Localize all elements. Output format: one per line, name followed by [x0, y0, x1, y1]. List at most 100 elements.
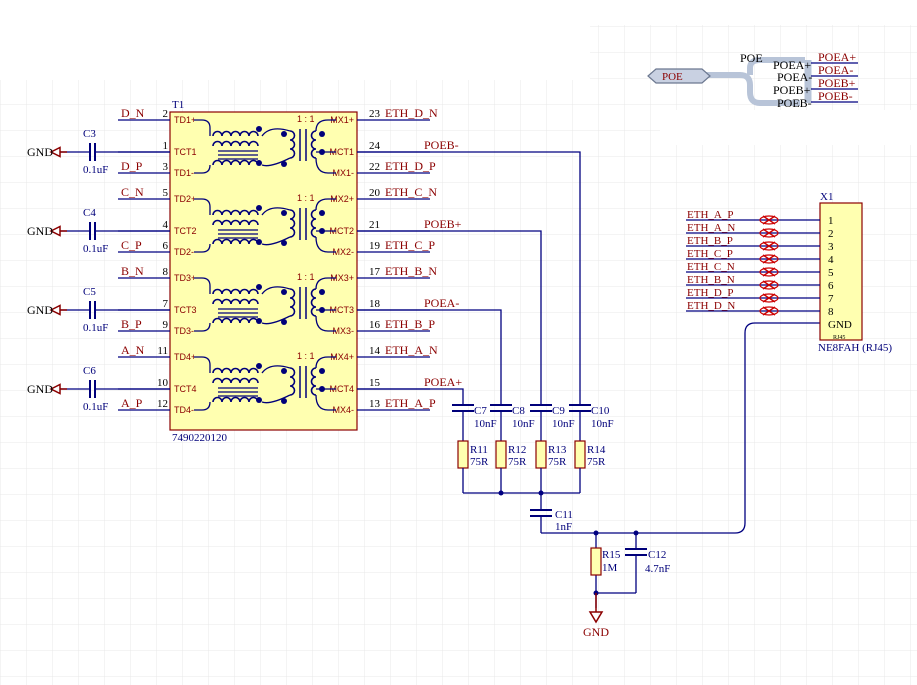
connector-pin-number: 4 — [828, 254, 834, 266]
lead — [261, 157, 291, 167]
poe-harness-label: POE — [740, 51, 763, 65]
cross-marker-ring — [759, 293, 779, 303]
lead — [194, 243, 211, 253]
pin-number: 9 — [163, 319, 169, 331]
polarity-dot — [281, 131, 287, 137]
lead — [261, 128, 291, 137]
net-label: ETH_C_N — [385, 185, 437, 199]
polarity-dot — [319, 368, 325, 374]
net-label: POEB+ — [424, 217, 462, 231]
pin-number: 13 — [369, 398, 381, 410]
connector-x1[interactable]: X1 NE8FAH (RJ45) RJ45 1ETH_A_P2ETH_A_N3E… — [686, 191, 892, 354]
connector-pin-number: 5 — [828, 267, 834, 279]
connector-designator: X1 — [820, 191, 833, 203]
cap-ref: C6 — [83, 365, 96, 377]
gnd-label-bottom: GND — [583, 625, 609, 639]
connector-pin-number: 1 — [828, 215, 834, 227]
poe-center-tap-wires — [357, 151, 581, 405]
pin-name: MX1+ — [330, 115, 354, 125]
pin-name: MX2+ — [330, 194, 354, 204]
pin-name: TD1+ — [174, 115, 196, 125]
pin-number: 11 — [157, 345, 168, 357]
polarity-dot — [281, 368, 287, 374]
lead — [261, 207, 291, 216]
lead — [315, 277, 336, 290]
cap-ref: C7 — [474, 405, 487, 417]
net-label: ETH_A_N — [385, 343, 438, 357]
connector-pin-row: 3 ETH_B_P — [686, 235, 834, 253]
pin-number: 21 — [369, 219, 380, 231]
polarity-dot — [256, 239, 262, 245]
pin-name: MCT1 — [330, 147, 355, 157]
connector-pin-number: 3 — [828, 241, 834, 253]
polarity-dot — [281, 398, 287, 404]
pin-number: 24 — [369, 140, 381, 152]
net-label: C_N — [121, 185, 144, 199]
cross-marker-icon — [762, 254, 776, 264]
lead — [315, 157, 336, 174]
net-label: ETH_D_P — [687, 287, 733, 299]
turns-ratio: 1 : 1 — [297, 193, 315, 203]
connector-pin-row: 1 ETH_A_P — [686, 209, 834, 227]
polarity-dot — [281, 319, 287, 325]
pin-number: 18 — [369, 298, 381, 310]
net-label: ETH_D_N — [687, 300, 735, 312]
cap-value: 0.1uF — [83, 322, 108, 334]
polarity-dot — [256, 126, 262, 132]
turns-ratio: 1 : 1 — [297, 351, 315, 361]
connector-pin-number: 6 — [828, 280, 834, 292]
resistor-ref: R12 — [508, 444, 526, 456]
polarity-dot — [281, 240, 287, 246]
pin-name: MCT3 — [330, 305, 355, 315]
poe-port[interactable] — [647, 68, 711, 84]
winding-section: D_ND_P213232422ETH_D_NETH_D_PPOEB-TD1+TC… — [118, 106, 459, 178]
poe-entry: POEA- — [777, 70, 812, 84]
pin-number: 3 — [163, 161, 169, 173]
pin-name: TCT3 — [174, 305, 197, 315]
pin-name: MX3+ — [330, 273, 354, 283]
pin-name: TD4+ — [174, 352, 196, 362]
c12-value: 4.7nF — [645, 563, 670, 575]
net-label: ETH_B_P — [687, 235, 733, 247]
pin-number: 8 — [163, 266, 169, 278]
c11-value: 1nF — [555, 521, 572, 533]
net-label: B_N — [121, 264, 144, 278]
lead — [315, 119, 336, 132]
pin-number: 5 — [163, 187, 169, 199]
net-label: ETH_C_P — [385, 238, 435, 252]
pin-number: 14 — [369, 345, 381, 357]
cap-ref: C5 — [83, 286, 96, 298]
pin-number: 7 — [163, 298, 169, 310]
cross-marker-icon — [762, 228, 776, 238]
cap-value: 0.1uF — [83, 243, 108, 255]
connector-pin-number: 7 — [828, 293, 834, 305]
pin-number: 4 — [163, 219, 169, 231]
connector-pin-number: GND — [828, 319, 852, 331]
winding-section: C_NC_P546202119ETH_C_NETH_C_PPOEB+TD2+TC… — [118, 185, 462, 257]
net-label: ETH_A_P — [687, 209, 733, 221]
cross-marker-icon — [762, 241, 776, 251]
poe-harness[interactable]: POE POE POEA+ POEA- POEB+ POEB- POEA+ PO… — [647, 50, 858, 110]
pin-number: 6 — [163, 240, 169, 252]
poe-harness-bus-top — [747, 57, 805, 75]
pin-number: 16 — [369, 319, 381, 331]
cap-value: 10nF — [552, 418, 575, 430]
turns-ratio: 1 : 1 — [297, 272, 315, 282]
resistor-value: 75R — [548, 456, 567, 468]
lead — [261, 286, 291, 295]
pin-name: TD2+ — [174, 194, 196, 204]
turns-ratio: 1 : 1 — [297, 114, 315, 124]
cross-marker-ring — [759, 306, 779, 316]
cap-ref: C3 — [83, 128, 96, 140]
connector-sub-label: RJ45 — [833, 335, 845, 341]
net-label: B_P — [121, 317, 142, 331]
polarity-dot — [256, 397, 262, 403]
poe-entry: POEA+ — [773, 58, 811, 72]
resistor-ref: R13 — [548, 444, 567, 456]
transformer-designator: T1 — [172, 99, 184, 111]
